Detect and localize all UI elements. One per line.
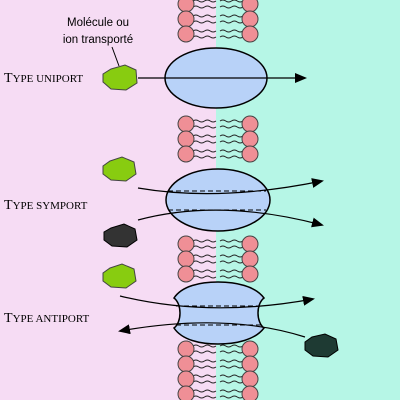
lipid-head xyxy=(241,340,259,358)
lipid-head xyxy=(177,385,195,400)
lipid-tail xyxy=(192,260,217,264)
lipid-tail xyxy=(219,14,244,18)
lipid-head xyxy=(177,265,195,283)
lipid-tail xyxy=(192,374,217,378)
lipid-tail xyxy=(192,380,217,384)
lipid-tail xyxy=(192,155,217,159)
lipid-tail xyxy=(219,350,244,354)
annotation-line-1: Molécule ou xyxy=(67,17,129,29)
lipid-tail xyxy=(219,149,244,153)
lipid-head xyxy=(241,385,259,400)
symport-molecule-green xyxy=(102,156,137,182)
lipid-head xyxy=(177,0,195,13)
lipid-tail xyxy=(192,14,217,18)
lipid-head xyxy=(177,370,195,388)
antiport-molecule-green xyxy=(102,263,137,289)
lipid-head xyxy=(241,265,259,283)
lipid-head xyxy=(241,25,259,43)
lipid-tail xyxy=(219,29,244,33)
lipid-tail xyxy=(219,245,244,249)
lipid-tail xyxy=(192,350,217,354)
lipid-head xyxy=(177,355,195,373)
antiport-arrow-inward xyxy=(118,322,306,338)
lipid-tail xyxy=(219,389,244,393)
lipid-tail xyxy=(219,365,244,369)
lipid-tail xyxy=(192,134,217,138)
lipid-tail xyxy=(192,389,217,393)
label-antiport: TYPE ANTIPORT xyxy=(4,311,89,326)
lipid-tail xyxy=(192,344,217,348)
lipid-head xyxy=(241,370,259,388)
lipid-tail xyxy=(192,254,217,258)
lipid-tail xyxy=(192,35,217,39)
lipid-head xyxy=(241,235,259,253)
lipid-bilayer xyxy=(177,0,259,400)
lipid-tail xyxy=(219,134,244,138)
symport-arrow-lower xyxy=(137,209,324,228)
lipid-tail xyxy=(192,239,217,243)
lipid-head xyxy=(177,340,195,358)
lipid-tail xyxy=(219,155,244,159)
lipid-tail xyxy=(219,254,244,258)
lipid-head xyxy=(241,355,259,373)
lipid-tail xyxy=(219,35,244,39)
antiport-protein xyxy=(172,281,266,345)
lipid-tail xyxy=(219,344,244,348)
lipid-tail xyxy=(192,149,217,153)
lipid-tail xyxy=(192,269,217,273)
lipid-tail xyxy=(219,140,244,144)
symport-arrow-upper xyxy=(137,178,324,195)
annotation-line-2: ion transporté xyxy=(63,34,133,46)
lipid-tail xyxy=(219,5,244,9)
lipid-head xyxy=(241,250,259,268)
lipid-head xyxy=(241,0,259,13)
antiport-arrow-outward xyxy=(119,295,315,309)
lipid-head xyxy=(177,115,195,133)
lipid-tail xyxy=(192,359,217,363)
lipid-tail xyxy=(192,5,217,9)
label-uniport: TYPE UNIPORT xyxy=(4,71,83,86)
lipid-head xyxy=(177,130,195,148)
lipid-head xyxy=(241,145,259,163)
lipid-head xyxy=(241,130,259,148)
lipid-tail xyxy=(192,0,217,3)
lipid-tail xyxy=(219,374,244,378)
lipid-tail xyxy=(219,359,244,363)
lipid-head xyxy=(177,10,195,28)
antiport-molecule-dark xyxy=(304,333,339,358)
symport-protein xyxy=(165,168,271,232)
lipid-head xyxy=(177,145,195,163)
lipid-tail xyxy=(219,395,244,399)
lipid-tail xyxy=(219,380,244,384)
lipid-tail xyxy=(192,365,217,369)
uniport-molecule xyxy=(102,64,138,91)
lipid-tail xyxy=(219,269,244,273)
lipid-tail xyxy=(219,119,244,123)
lipid-tail xyxy=(192,125,217,129)
lipid-tail xyxy=(192,119,217,123)
lipid-tail xyxy=(219,260,244,264)
lipid-head xyxy=(241,115,259,133)
lipid-tail xyxy=(219,0,244,3)
lipid-tail xyxy=(192,29,217,33)
lipid-tail xyxy=(192,275,217,279)
lipid-tail xyxy=(219,275,244,279)
lipid-head xyxy=(177,25,195,43)
lipid-tail xyxy=(192,395,217,399)
lipid-tail xyxy=(219,125,244,129)
annotation-pointer xyxy=(111,46,120,67)
lipid-head xyxy=(177,235,195,253)
lipid-tail xyxy=(192,140,217,144)
label-symport: TYPE SYMPORT xyxy=(4,198,88,213)
lipid-tail xyxy=(219,20,244,24)
lipid-head xyxy=(177,250,195,268)
lipid-tail xyxy=(192,20,217,24)
lipid-head xyxy=(241,10,259,28)
lipid-tail xyxy=(219,239,244,243)
symport-molecule-dark xyxy=(103,223,138,248)
lipid-tail xyxy=(192,245,217,249)
